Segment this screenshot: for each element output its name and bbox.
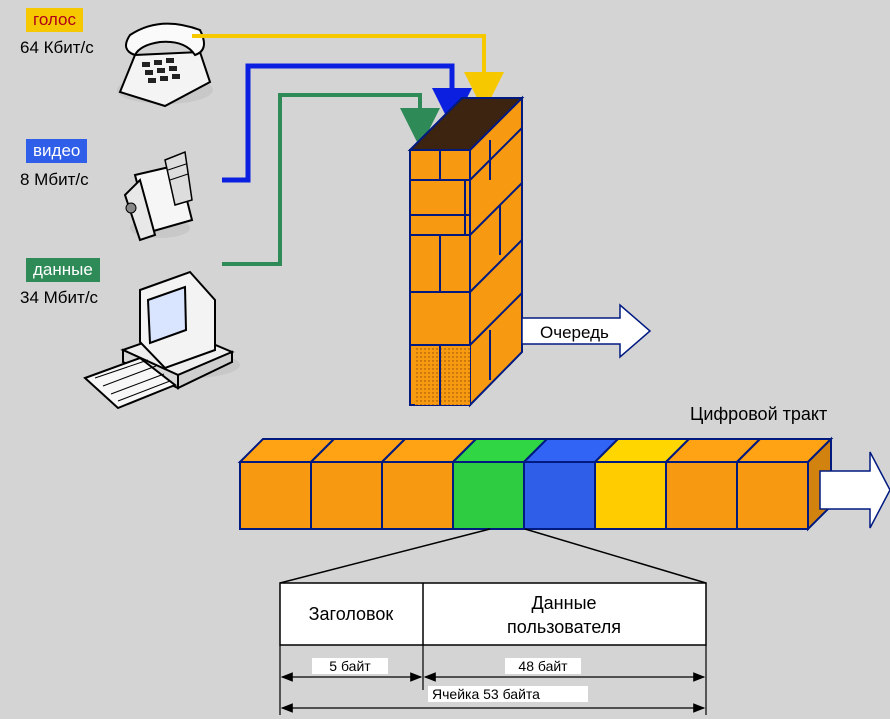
payload-field-label-line1: Данные xyxy=(531,593,596,613)
zoom-line-right xyxy=(525,529,706,583)
payload-field-label-line2: пользователя xyxy=(507,617,621,637)
digital-channel xyxy=(240,439,831,529)
computer-icon xyxy=(85,272,240,408)
header-field-label: Заголовок xyxy=(309,604,394,624)
queue-buffer xyxy=(410,98,522,405)
queue-output-arrow: Очередь xyxy=(522,305,650,357)
queue-label: Очередь xyxy=(540,323,609,342)
dimension-lines xyxy=(280,645,706,715)
data-flow-line xyxy=(222,95,420,264)
zoom-line-left xyxy=(280,529,490,583)
video-camera-icon xyxy=(125,152,192,240)
payload-size-label: 48 байт xyxy=(518,658,568,674)
total-size-label: Ячейка 53 байта xyxy=(432,686,540,702)
header-size-label: 5 байт xyxy=(329,658,371,674)
cell-structure-table: Заголовок Данные пользователя xyxy=(280,583,706,645)
channel-label: Цифровой тракт xyxy=(690,404,827,424)
